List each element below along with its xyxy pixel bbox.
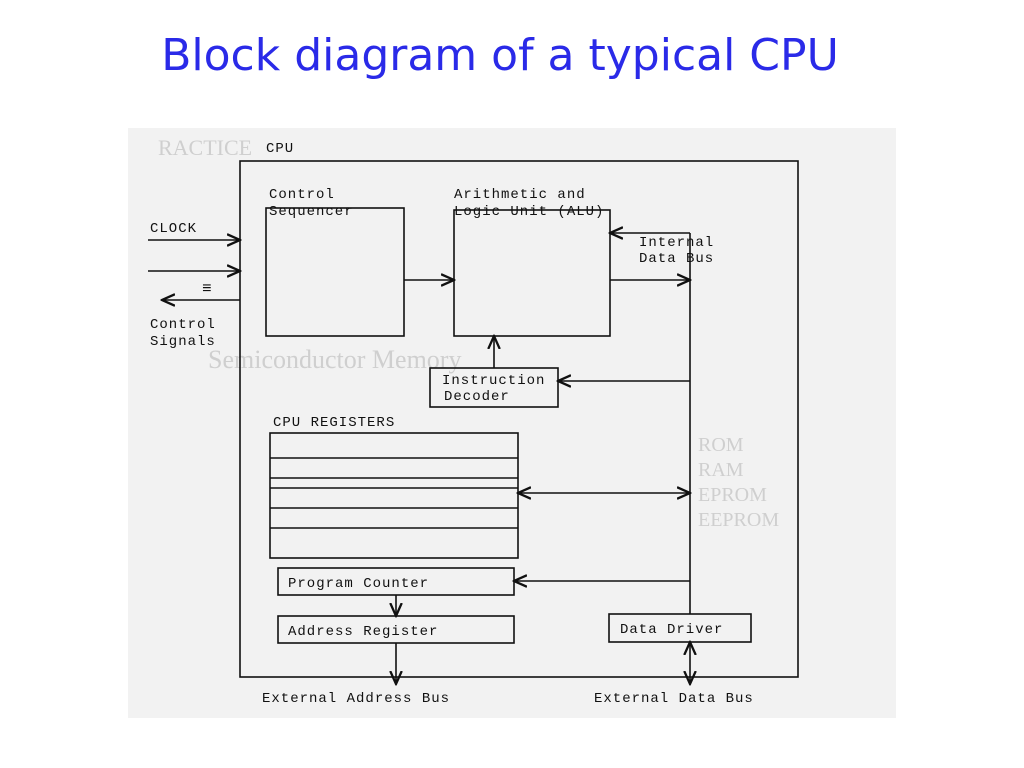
data-driver-box [608,613,752,643]
slide-title: Block diagram of a typical CPU [161,30,839,81]
bleed-semiconductor: Semiconductor Memory [208,345,462,374]
alu-box [453,209,611,337]
alu-label-1: Arithmetic and [454,187,586,203]
cpu-registers-box [269,432,519,559]
cpu-block-diagram: CPU Control Sequencer Arithmetic and Log… [148,141,799,707]
alu-label-2: Logic Unit (ALU) [454,204,604,220]
control-signals-label-1: Control [150,317,216,333]
instruction-decoder-label-1: Instruction [442,373,545,389]
bleed-eprom: EPROM [698,484,767,506]
instruction-decoder-label-2: Decoder [444,389,510,405]
bleed-ram: RAM [698,459,744,481]
control-sequencer-label-2: Sequencer [269,204,354,220]
background-bleed-text: RACTICE Semiconductor Memory ROM RAM EPR… [128,128,896,718]
cpu-outline-box [239,160,799,678]
address-register-label: Address Register [288,624,438,640]
cpu-label: CPU [266,141,294,157]
external-data-bus-label: External Data Bus [594,691,754,707]
clock-label: CLOCK [150,221,197,237]
internal-data-bus-label-1: Internal [639,235,714,251]
bleed-eeprom: EEPROM [698,509,780,531]
cpu-registers-label: CPU REGISTERS [273,415,395,431]
data-driver-label: Data Driver [620,622,723,638]
internal-data-bus-label-2: Data Bus [639,251,714,267]
scanned-diagram-area: RACTICE Semiconductor Memory ROM RAM EPR… [128,128,896,718]
external-address-bus-label: External Address Bus [262,691,450,707]
control-sequencer-box [265,207,405,337]
program-counter-label: Program Counter [288,576,429,592]
control-sequencer-label-1: Control [269,187,335,203]
bleed-practice: RACTICE [158,135,253,160]
signal-mark: ≡ [202,280,213,298]
bleed-rom: ROM [698,434,744,456]
control-signals-label-2: Signals [150,334,216,350]
